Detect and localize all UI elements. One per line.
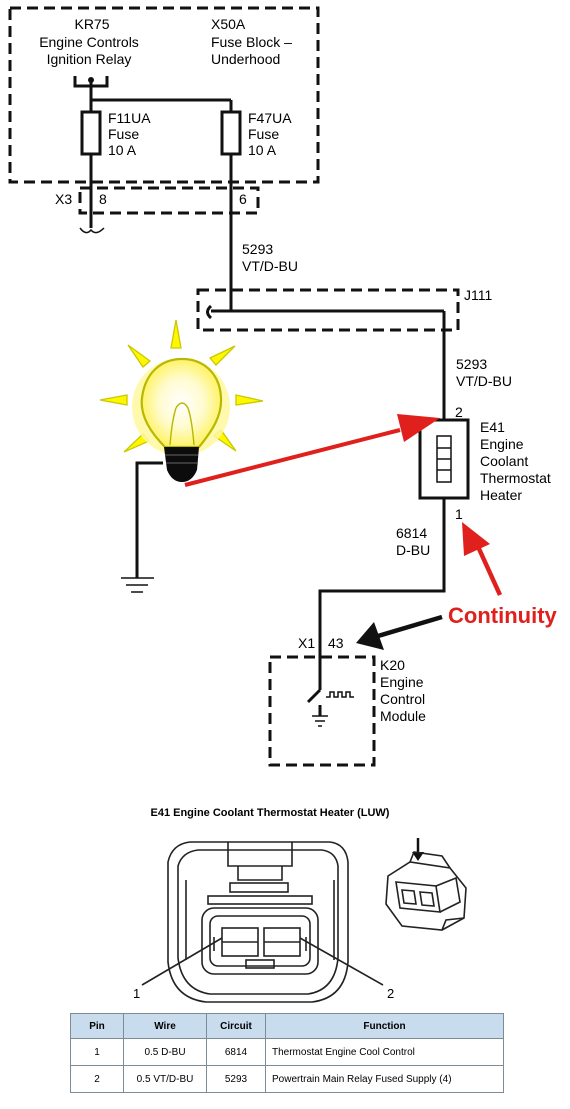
heater-line2: Coolant xyxy=(480,453,528,469)
wire-pin8-break-symbol xyxy=(79,227,105,234)
header-function: Function xyxy=(265,1013,504,1039)
connector-face-drawing xyxy=(141,841,384,1003)
probe-arrow-red xyxy=(184,414,440,487)
wire-lower-color: D-BU xyxy=(396,542,430,558)
splice-j111-label: J111 xyxy=(464,287,492,303)
connector-x3-pin-8: 8 xyxy=(99,191,107,207)
callout-pin-1: 1 xyxy=(133,986,140,1001)
connector-view-caption: E41 Engine Coolant Thermostat Heater (LU… xyxy=(151,807,390,819)
relay-feed-wire xyxy=(89,98,233,112)
ecm-pin: 43 xyxy=(328,635,344,651)
cell-wire: 0.5 D-BU xyxy=(123,1038,207,1066)
connector-x3-outline xyxy=(78,186,260,215)
connector-x3-pin-6: 6 xyxy=(239,191,247,207)
heater-pin-1: 1 xyxy=(455,506,463,522)
connector-iso-drawing xyxy=(385,838,467,931)
wire-mid-color: VT/D-BU xyxy=(456,373,512,389)
fuse-f47ua xyxy=(220,110,242,156)
header-circuit: Circuit xyxy=(206,1013,266,1039)
ecm-switch-symbol xyxy=(306,688,354,716)
fuse-block-name-1: Fuse Block – xyxy=(211,34,292,50)
cell-pin: 1 xyxy=(70,1038,124,1066)
relay-id: KR75 xyxy=(74,16,109,32)
fuse1-word: Fuse xyxy=(108,126,139,142)
fuse2-rating: 10 A xyxy=(248,142,277,158)
cell-pin: 2 xyxy=(70,1065,124,1093)
fuse1-rating: 10 A xyxy=(108,142,137,158)
splice-j111-outline xyxy=(196,288,460,332)
heater-id: E41 xyxy=(480,419,505,435)
test-light-ground-lead xyxy=(135,461,163,578)
wire-upper-color: VT/D-BU xyxy=(242,258,298,274)
fuse1-name: F11UA xyxy=(108,110,151,126)
cell-function: Thermostat Engine Cool Control xyxy=(265,1038,504,1066)
test-light-ground-icon xyxy=(121,577,154,593)
ecm-id: K20 xyxy=(380,657,405,673)
cell-circuit: 5293 xyxy=(206,1065,266,1093)
test-light-bulb-icon xyxy=(99,319,264,482)
header-wire: Wire xyxy=(123,1013,207,1039)
fuse2-word: Fuse xyxy=(248,126,279,142)
fuse2-name: F47UA xyxy=(248,110,292,126)
ecm-ground-icon xyxy=(312,715,328,727)
table-row: 1 0.5 D-BU 6814 Thermostat Engine Cool C… xyxy=(70,1038,504,1066)
wire-6814 xyxy=(318,498,446,690)
ecm-line3: Module xyxy=(380,708,426,724)
connector-x3-label: X3 xyxy=(55,191,72,207)
cell-wire: 0.5 VT/D-BU xyxy=(123,1065,207,1093)
heater-line4: Heater xyxy=(480,487,522,503)
wire-mid-circuit: 5293 xyxy=(456,356,487,372)
pin-table: Pin Wire Circuit Function 1 0.5 D-BU 681… xyxy=(70,1013,504,1093)
table-row: 2 0.5 VT/D-BU 5293 Powertrain Main Relay… xyxy=(70,1065,504,1093)
ecm-line2: Control xyxy=(380,691,425,707)
heater-pin-2: 2 xyxy=(455,404,463,420)
relay-contact-symbol xyxy=(73,76,109,100)
continuity-arrow-red xyxy=(462,522,503,596)
continuity-label: Continuity xyxy=(448,603,558,628)
callout-pin-2: 2 xyxy=(387,986,394,1001)
ecm-k20-outline xyxy=(268,655,376,767)
wire-upper-circuit: 5293 xyxy=(242,241,273,257)
cell-circuit: 6814 xyxy=(206,1038,266,1066)
splice-bus xyxy=(206,304,444,320)
heater-line3: Thermostat xyxy=(480,470,551,486)
cell-function: Powertrain Main Relay Fused Supply (4) xyxy=(265,1065,504,1093)
header-pin: Pin xyxy=(70,1013,124,1039)
relay-name-2: Ignition Relay xyxy=(47,51,132,67)
relay-name-1: Engine Controls xyxy=(39,34,139,50)
continuity-arrow-black xyxy=(356,614,443,650)
ecm-connector: X1 xyxy=(298,635,315,651)
table-header-row: Pin Wire Circuit Function xyxy=(70,1013,504,1039)
fuse-block-name-2: Underhood xyxy=(211,51,280,67)
fuse-f11ua xyxy=(80,110,102,156)
wire-lower-circuit: 6814 xyxy=(396,525,427,541)
ecm-line1: Engine xyxy=(380,674,424,690)
fuse-block-id: X50A xyxy=(211,16,246,32)
heater-line1: Engine xyxy=(480,436,524,452)
relay-fuse-block-enclosure xyxy=(8,6,320,184)
